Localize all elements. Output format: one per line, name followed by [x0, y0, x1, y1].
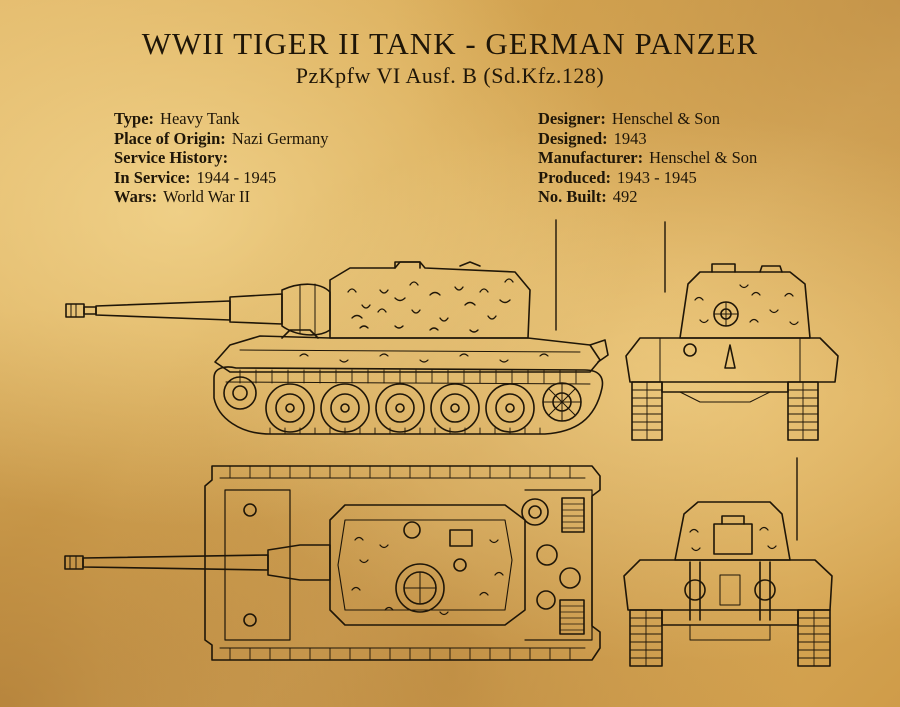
- spec-label: No. Built:: [538, 187, 607, 206]
- spec-value: Nazi Germany: [231, 128, 329, 148]
- spec-label: Type:: [114, 109, 155, 128]
- spec-label: Manufacturer:: [538, 148, 644, 167]
- spec-row-designer: Designer: Henschel & Son: [538, 109, 757, 129]
- top-view-drawing: [64, 465, 601, 661]
- spec-value: 1943 - 1945: [617, 167, 697, 187]
- spec-value: Heavy Tank: [160, 109, 240, 128]
- spec-row-manufacturer: Manufacturer: Henschel & Son: [538, 148, 757, 168]
- spec-label: Produced:: [538, 167, 612, 187]
- spec-row-wars: Wars: World War II: [114, 187, 328, 207]
- spec-value: 1943: [613, 128, 647, 148]
- spec-value: 1944 - 1945: [196, 167, 277, 187]
- poster-subtitle: PzKpfw VI Ausf. B (Sd.Kfz.128): [295, 63, 605, 88]
- side-view-drawing: [65, 219, 609, 435]
- specs-right-column: Designer: Henschel & Son Designed:1943 Ma…: [538, 109, 757, 207]
- rear-view-drawing: [623, 457, 833, 667]
- spec-value: Henschel & Son: [611, 109, 720, 128]
- specs-left-column: Type: Heavy Tank Place of Origin:Nazi Ger…: [114, 109, 328, 207]
- front-view-drawing: [625, 221, 839, 441]
- spec-value: World War II: [163, 187, 250, 206]
- spec-label: Place of Origin:: [114, 128, 226, 148]
- spec-label: In Service:: [114, 167, 191, 187]
- spec-label: Designed:: [538, 128, 608, 148]
- spec-value: 492: [612, 187, 638, 206]
- spec-row-produced: Produced:1943 - 1945: [538, 168, 757, 188]
- spec-row-designed: Designed:1943: [538, 129, 757, 149]
- spec-row-in-service: In Service:1944 - 1945: [114, 168, 328, 188]
- road-wheels: [223, 376, 582, 433]
- spec-label: Designer:: [538, 109, 606, 128]
- spec-row-no-built: No. Built: 492: [538, 187, 757, 207]
- spec-row-origin: Place of Origin:Nazi Germany: [114, 129, 328, 149]
- spec-label: Service History:: [114, 148, 229, 167]
- spec-label: Wars:: [114, 187, 158, 206]
- spec-row-type: Type: Heavy Tank: [114, 109, 328, 129]
- spec-value: Henschel & Son: [649, 148, 758, 167]
- poster-title: WWII TIGER II TANK - GERMAN PANZER: [141, 26, 759, 61]
- spec-row-service-history: Service History:: [114, 148, 328, 168]
